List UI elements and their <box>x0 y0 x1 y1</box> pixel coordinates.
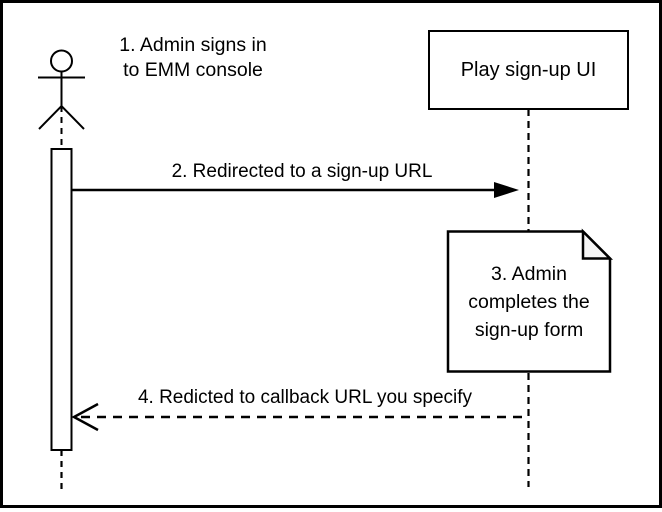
actor-label-line2: to EMM console <box>123 59 263 81</box>
participant-label-text: Play sign-up UI <box>460 58 597 81</box>
note-label-line1: 3. Admin <box>491 262 567 285</box>
note-fold-icon <box>581 228 614 260</box>
message-2-label: 2. Redirected to a sign-up URL <box>171 161 433 182</box>
actor-head <box>50 49 73 73</box>
note-label-line3: sign-up form <box>474 318 584 341</box>
actor-label-line1: 1. Admin signs in <box>119 34 267 56</box>
participant-label: Play sign-up UI <box>429 31 628 109</box>
arrowhead-open-icon <box>71 402 99 432</box>
note-shape <box>446 228 614 373</box>
actor-figure <box>38 49 85 149</box>
note-label-line2: completes the <box>468 290 590 313</box>
participant-box <box>428 30 629 110</box>
activation-bar <box>50 148 73 451</box>
actor-label: 1. Admin signs in to EMM console <box>95 33 291 83</box>
return-arrow-label: 4. Redicted to callback URL you specify <box>137 387 473 408</box>
message-2-arrow <box>72 182 519 198</box>
note-label: 3. Admin completes the sign-up form <box>448 231 610 372</box>
return-arrow <box>71 402 522 432</box>
arrowhead-solid-icon <box>494 182 519 198</box>
